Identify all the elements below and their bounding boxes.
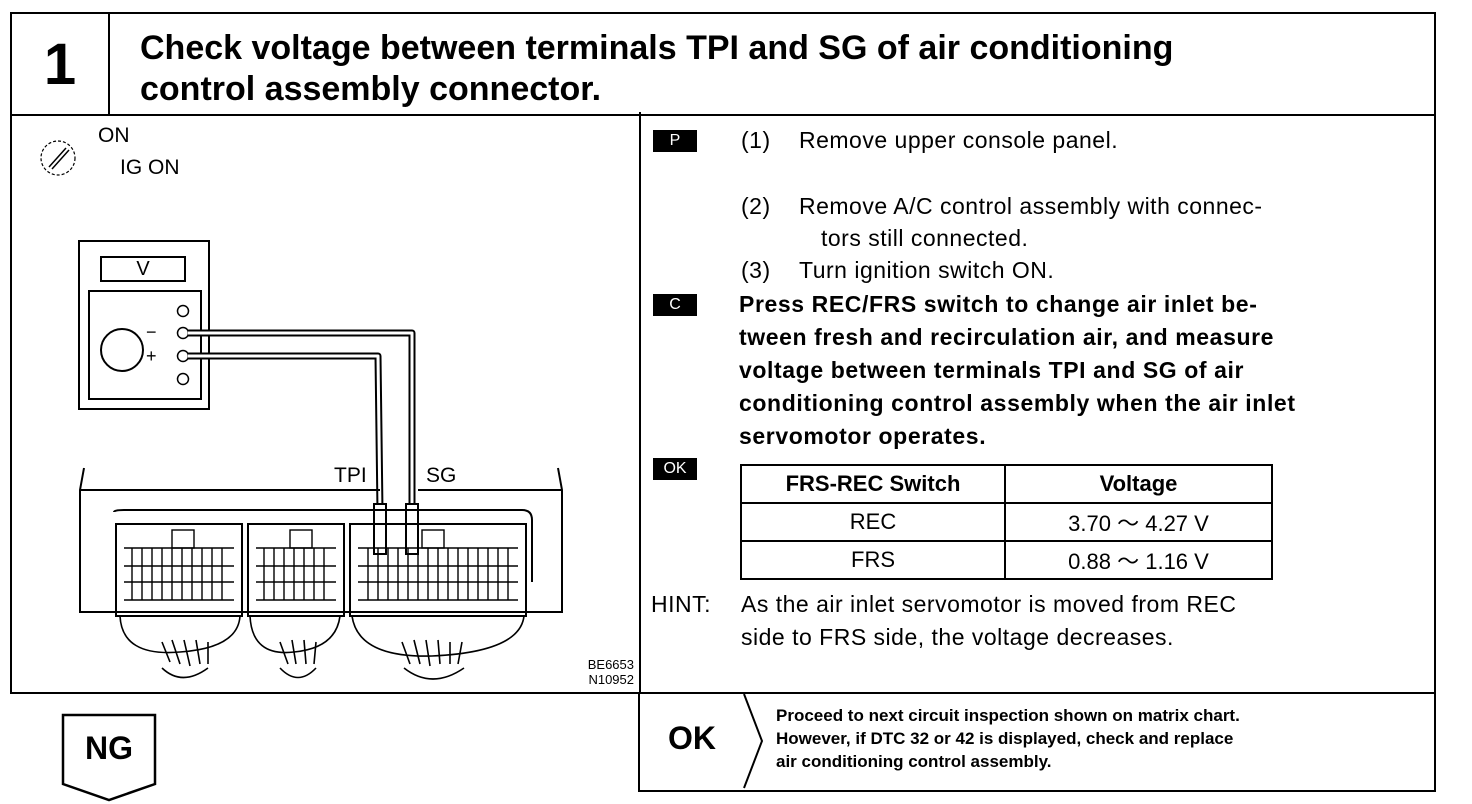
meter-dial-icon — [100, 328, 144, 372]
figure-code-2: N10952 — [588, 672, 634, 687]
table-cell: FRS — [740, 540, 1006, 580]
meter-display: V — [100, 256, 186, 282]
ignition-key-icon — [40, 140, 76, 176]
procedure-column: P (1) Remove upper console panel. (2) Re… — [641, 112, 1434, 692]
table-cell: 0.88 ～ 1.16 V — [1004, 540, 1273, 580]
figure-code-1: BE6653 — [587, 657, 634, 672]
check-line-2: tween fresh and recirculation air, and m… — [739, 324, 1275, 350]
check-line-1: Press REC/FRS switch to change air inlet… — [739, 291, 1258, 317]
ok-result-box: OK Proceed to next circuit inspection sh… — [638, 692, 1436, 792]
step-3-text: Turn ignition switch ON. — [799, 257, 1055, 283]
table-row: REC 3.70 ～ 4.27 V — [740, 502, 1273, 542]
tag-c: C — [653, 294, 697, 316]
ok-line-1: Proceed to next circuit inspection shown… — [776, 706, 1240, 725]
ok-arrow-divider — [743, 693, 764, 789]
table-cell: 3.70 ～ 4.27 V — [1004, 502, 1273, 542]
step-2-text-a: Remove A/C control assembly with connec- — [799, 193, 1263, 219]
connector-diagram — [79, 304, 563, 680]
step-3-number: (3) — [741, 257, 771, 283]
tag-p: P — [653, 130, 697, 152]
table-header: FRS-REC Switch — [740, 464, 1006, 504]
table-row: FRS 0.88 ～ 1.16 V — [740, 540, 1273, 580]
ng-result: NG — [60, 712, 158, 802]
title-line-1: Check voltage between terminals TPI and … — [140, 29, 1174, 67]
terminal-tpi-label: TPI — [334, 464, 367, 487]
step-1-number: (1) — [741, 127, 771, 153]
ok-line-3: air conditioning control assembly. — [776, 752, 1052, 771]
title-line-2: control assembly connector. — [140, 70, 602, 108]
ng-arrow-shape — [61, 713, 157, 802]
table-header-row: FRS-REC Switch Voltage — [740, 464, 1273, 504]
step-2-number: (2) — [741, 193, 771, 219]
check-line-5: servomotor operates. — [739, 423, 987, 449]
step-2-text-b: tors still connected. — [821, 225, 1029, 251]
check-paragraph: Press REC/FRS switch to change air inlet… — [739, 288, 1404, 453]
check-line-3: voltage between terminals TPI and SG of … — [739, 357, 1245, 383]
panel-divider — [639, 112, 641, 692]
voltage-table: FRS-REC Switch Voltage REC 3.70 ～ 4.27 V… — [740, 464, 1273, 580]
meter-face: − + — [88, 290, 202, 400]
table-header: Voltage — [1004, 464, 1273, 504]
table-cell: REC — [740, 502, 1006, 542]
check-line-4: conditioning control assembly when the a… — [739, 390, 1296, 416]
hint-text: As the air inlet servomotor is moved fro… — [741, 588, 1407, 654]
minus-terminal-label: − — [146, 322, 157, 342]
step-header: 1 Check voltage between terminals TPI an… — [10, 12, 1436, 116]
hint-line-2: side to FRS side, the voltage decreases. — [741, 624, 1174, 650]
plus-terminal-label: + — [146, 346, 157, 366]
hint-line-1: As the air inlet servomotor is moved fro… — [741, 591, 1237, 617]
hint-label: HINT: — [651, 591, 711, 617]
ng-label: NG — [85, 730, 133, 766]
wiring-figure: ON IG ON V − + — [12, 112, 639, 692]
voltmeter: V − + — [78, 240, 210, 410]
ok-instructions: Proceed to next circuit inspection shown… — [776, 704, 1240, 773]
inspection-panel: ON IG ON V − + — [10, 112, 1436, 694]
ok-label: OK — [668, 720, 716, 756]
step-title: Check voltage between terminals TPI and … — [140, 28, 1420, 110]
ignition-on-label: ON — [98, 124, 130, 147]
step-1-text: Remove upper console panel. — [799, 127, 1119, 153]
ignition-ig-on-label: IG ON — [120, 156, 180, 179]
step-number: 1 — [12, 14, 110, 114]
ok-line-2: However, if DTC 32 or 42 is displayed, c… — [776, 729, 1234, 748]
terminal-sg-label: SG — [426, 464, 457, 487]
tag-ok: OK — [653, 458, 697, 480]
figure-code: BE6653 N10952 — [572, 657, 634, 687]
